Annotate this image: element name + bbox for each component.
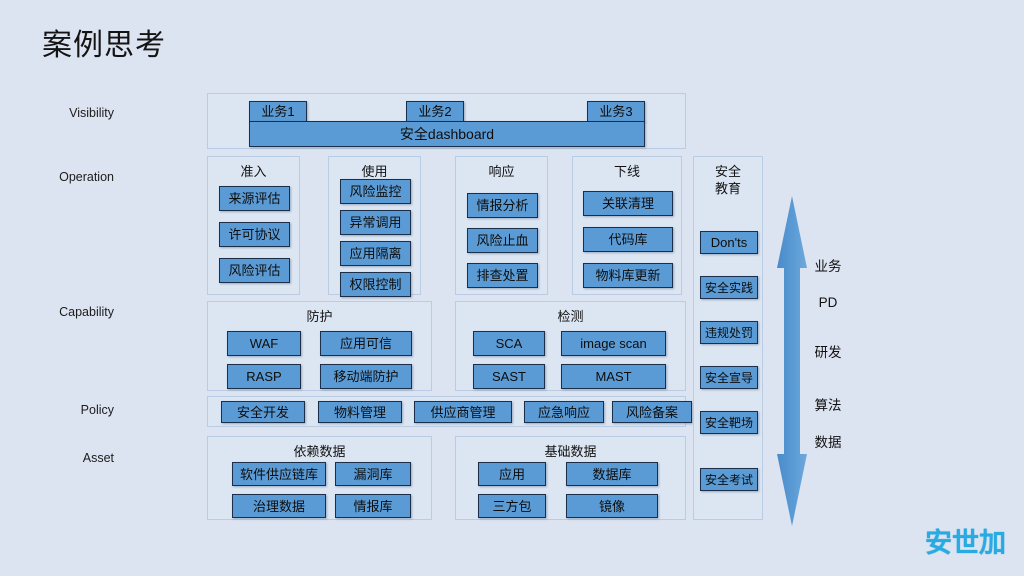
- chip-image[interactable]: 镜像: [566, 494, 658, 518]
- row-label-asset: Asset: [82, 451, 114, 465]
- row-label-operation: Operation: [59, 170, 114, 184]
- operation-group-offline: 下线 关联清理 代码库 物料库更新: [572, 156, 682, 295]
- security-education-title: 安全 教育: [694, 163, 762, 197]
- security-education-title-line2: 教育: [714, 181, 741, 196]
- visibility-business-3[interactable]: 业务3: [587, 101, 645, 122]
- chip-third-party-package[interactable]: 三方包: [478, 494, 546, 518]
- operation-group-admission: 准入 来源评估 许可协议 风险评估: [207, 156, 300, 295]
- chip-secure-development[interactable]: 安全开发: [221, 401, 305, 423]
- chip-code-repository[interactable]: 代码库: [583, 227, 673, 252]
- chip-image-scan[interactable]: image scan: [561, 331, 666, 356]
- chip-security-practice[interactable]: 安全实践: [700, 276, 758, 299]
- chip-license-agreement[interactable]: 许可协议: [219, 222, 290, 247]
- chip-security-advocacy[interactable]: 安全宣导: [700, 366, 758, 389]
- chip-governance-data[interactable]: 治理数据: [232, 494, 326, 518]
- row-label-policy: Policy: [80, 403, 114, 417]
- asset-group-basic-data-title: 基础数据: [544, 444, 597, 459]
- chip-source-assessment[interactable]: 来源评估: [219, 186, 290, 211]
- chip-security-exam[interactable]: 安全考试: [700, 468, 758, 491]
- chip-risk-filing[interactable]: 风险备案: [612, 401, 692, 423]
- chip-mast[interactable]: MAST: [561, 364, 666, 389]
- asset-group-dependency-data: 依赖数据 软件供应链库 漏洞库 治理数据 情报库: [207, 436, 432, 520]
- visibility-business-1[interactable]: 业务1: [249, 101, 307, 122]
- security-education-title-line1: 安全: [714, 164, 741, 179]
- capability-group-protection-title: 防护: [306, 309, 333, 324]
- visibility-business-2[interactable]: 业务2: [406, 101, 464, 122]
- audience-label-pd: PD: [818, 295, 838, 310]
- operation-group-response-title: 响应: [488, 164, 515, 179]
- row-label-visibility: Visibility: [69, 106, 114, 120]
- chip-donts[interactable]: Don'ts: [700, 231, 758, 254]
- chip-intelligence-db[interactable]: 情报库: [335, 494, 411, 518]
- chip-app-isolation[interactable]: 应用隔离: [340, 241, 411, 266]
- chip-rasp[interactable]: RASP: [227, 364, 301, 389]
- chip-sca[interactable]: SCA: [473, 331, 545, 356]
- chip-risk-stop-bleeding[interactable]: 风险止血: [467, 228, 538, 253]
- operation-group-admission-title: 准入: [240, 164, 267, 179]
- chip-abnormal-invocation[interactable]: 异常调用: [340, 210, 411, 235]
- security-dashboard-bar[interactable]: 安全dashboard: [249, 121, 645, 147]
- chip-intelligence-analysis[interactable]: 情报分析: [467, 193, 538, 218]
- brand-logo: 安世加: [925, 528, 1006, 558]
- chip-application[interactable]: 应用: [478, 462, 546, 486]
- chip-supplier-management[interactable]: 供应商管理: [414, 401, 512, 423]
- chip-risk-assessment[interactable]: 风险评估: [219, 258, 290, 283]
- security-education-panel: 安全 教育 Don'ts 安全实践 违规处罚 安全宣导 安全靶场 安全考试: [693, 156, 763, 520]
- chip-mobile-protection[interactable]: 移动端防护: [320, 364, 412, 389]
- chip-security-range[interactable]: 安全靶场: [700, 411, 758, 434]
- chip-software-supply-chain-db[interactable]: 软件供应链库: [232, 462, 326, 486]
- chip-permission-control[interactable]: 权限控制: [340, 272, 411, 297]
- chip-material-management[interactable]: 物料管理: [318, 401, 402, 423]
- audience-label-data: 数据: [814, 435, 842, 450]
- chip-sast[interactable]: SAST: [473, 364, 545, 389]
- audience-label-rd: 研发: [814, 345, 842, 360]
- capability-group-detection-title: 检测: [557, 309, 584, 324]
- chip-emergency-response[interactable]: 应急响应: [524, 401, 604, 423]
- chip-violation-penalty[interactable]: 违规处罚: [700, 321, 758, 344]
- capability-group-detection: 检测 SCA image scan SAST MAST: [455, 301, 686, 391]
- chip-vulnerability-db[interactable]: 漏洞库: [335, 462, 411, 486]
- chip-association-cleanup[interactable]: 关联清理: [583, 191, 673, 216]
- audience-label-algorithm: 算法: [814, 398, 842, 413]
- operation-group-usage: 使用 风险监控 异常调用 应用隔离 权限控制: [328, 156, 421, 297]
- operation-group-offline-title: 下线: [613, 164, 640, 179]
- capability-group-protection: 防护 WAF 应用可信 RASP 移动端防护: [207, 301, 432, 391]
- chip-waf[interactable]: WAF: [227, 331, 301, 356]
- audience-label-business: 业务: [814, 259, 842, 274]
- bidirectional-arrow-icon: [774, 196, 810, 526]
- asset-group-dependency-data-title: 依赖数据: [293, 444, 346, 459]
- page-title: 案例思考: [42, 29, 166, 62]
- operation-group-response: 响应 情报分析 风险止血 排查处置: [455, 156, 548, 295]
- chip-app-trust[interactable]: 应用可信: [320, 331, 412, 356]
- chip-investigation-handling[interactable]: 排查处置: [467, 263, 538, 288]
- operation-group-usage-title: 使用: [361, 164, 388, 179]
- visibility-panel: 业务1 业务2 业务3 安全dashboard: [207, 93, 686, 149]
- asset-group-basic-data: 基础数据 应用 数据库 三方包 镜像: [455, 436, 686, 520]
- row-label-capability: Capability: [59, 305, 114, 319]
- chip-material-repo-update[interactable]: 物料库更新: [583, 263, 673, 288]
- policy-panel: 安全开发 物料管理 供应商管理 应急响应 风险备案: [207, 396, 692, 427]
- chip-risk-monitoring[interactable]: 风险监控: [340, 179, 411, 204]
- chip-database[interactable]: 数据库: [566, 462, 658, 486]
